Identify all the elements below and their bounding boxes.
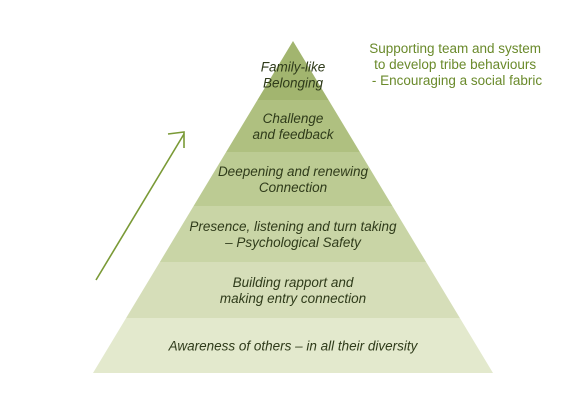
pyramid-level-2-label-line-1: Challenge — [263, 111, 324, 126]
pyramid-level-5-label-line-1: Building rapport and — [233, 275, 354, 290]
pyramid-level-3-label-line-2: Connection — [259, 180, 327, 195]
pyramid-level-2 — [226, 100, 360, 152]
growth-arrow-head — [167, 131, 185, 148]
pyramid-level-6 — [93, 318, 493, 373]
pyramid-level-2-label-line-2: and feedback — [252, 127, 334, 142]
pyramid-level-4-label: Presence, listening and turn taking– Psy… — [189, 219, 397, 250]
side-note-line-3: - Encouraging a social fabric — [372, 73, 543, 88]
pyramid-level-4-label-line-2: – Psychological Safety — [224, 235, 362, 250]
side-note-line-2: to develop tribe behaviours — [374, 57, 536, 72]
pyramid-level-6-label: Awareness of others – in all their diver… — [168, 339, 419, 354]
pyramid-level-1 — [257, 41, 329, 100]
arrow-up-right-icon — [95, 131, 185, 281]
pyramid-level-1-label-line-2: Belonging — [263, 76, 324, 91]
pyramid-level-5-label-line-2: making entry connection — [220, 291, 366, 306]
pyramid-level-5 — [126, 262, 460, 318]
pyramid-level-3-label-line-1: Deepening and renewing — [218, 164, 369, 179]
pyramid-levels — [93, 41, 493, 373]
pyramid-level-4-label-line-1: Presence, listening and turn taking — [189, 219, 397, 234]
pyramid-level-6-label-line-1: Awareness of others – in all their diver… — [168, 339, 419, 354]
pyramid-level-1-label-line-1: Family-like — [261, 60, 326, 75]
growth-arrow-shaft — [95, 133, 185, 281]
pyramid-level-3 — [193, 152, 393, 206]
pyramid-level-4 — [159, 206, 427, 262]
side-note-line-1: Supporting team and system — [369, 41, 541, 56]
side-note: Supporting team and system to develop tr… — [369, 41, 545, 88]
